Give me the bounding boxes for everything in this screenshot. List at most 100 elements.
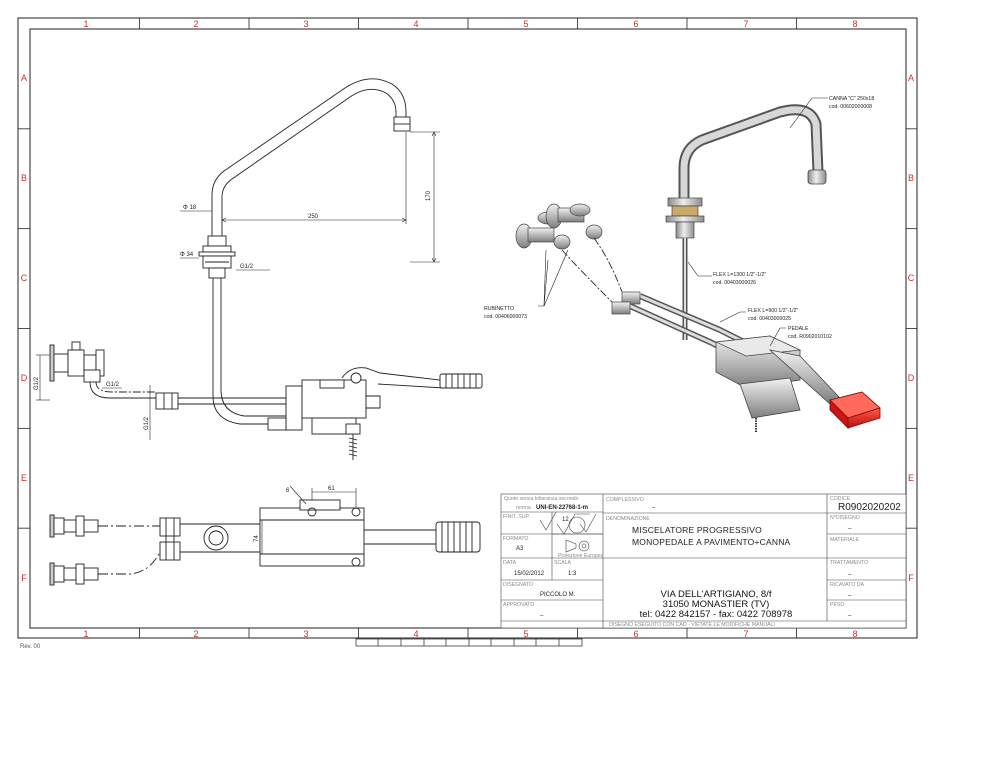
dim-61: 61 xyxy=(328,486,335,492)
col-label: 8 xyxy=(852,629,857,639)
col-label: 1 xyxy=(83,629,88,639)
col-label: 3 xyxy=(303,19,308,29)
materiale-label: MATERIALE xyxy=(830,537,860,543)
col-label: 7 xyxy=(743,19,748,29)
address-line2: 31050 MONASTIER (TV) xyxy=(663,599,770,610)
pedale-label: PEDALE xyxy=(788,326,809,332)
revision-label: Rev. 00 xyxy=(20,644,41,650)
canna-code: cod. 00602000008 xyxy=(829,104,872,110)
row-label: B xyxy=(908,173,914,183)
title-block xyxy=(500,493,907,629)
rubinetto-label: RUBINETTO xyxy=(484,306,514,312)
address-line3: tel: 0422 842157 - fax: 0422 708978 xyxy=(640,609,793,620)
drawing-title-line2: MONOPEDALE A PAVIMENTO+CANNA xyxy=(632,537,791,547)
plan-view xyxy=(49,499,481,586)
tolerance-line1: Quote senza tolleranza secondo xyxy=(504,496,579,502)
row-label: A xyxy=(908,73,914,83)
scala-label: SCALA xyxy=(554,560,572,566)
front-view xyxy=(155,78,483,460)
row-label: B xyxy=(21,173,27,183)
dim-phi34: Φ 34 xyxy=(180,252,194,258)
formato-label: FORMATO xyxy=(503,536,528,542)
row-label: F xyxy=(908,573,914,583)
tolerance-norm-label: norma xyxy=(516,505,531,511)
finit-sup-label: FINIT. SUP. xyxy=(503,514,530,520)
denominazione-label: DENOMINAZIONE xyxy=(606,516,650,522)
codice-label: CODICE xyxy=(830,496,851,502)
dim-g12-valve: G1/2 xyxy=(106,382,120,388)
data-label: DATA xyxy=(503,560,517,566)
dim-phi18: Φ 18 xyxy=(183,205,197,211)
column-labels-bottom: 1 2 3 4 5 6 7 8 xyxy=(83,629,857,639)
row-label: A xyxy=(21,73,27,83)
trattamento-label: TRATTAMENTO xyxy=(830,560,868,566)
complessivo-label: COMPLESSIVO xyxy=(606,497,644,503)
row-label: E xyxy=(908,473,914,483)
ndisegno-label: N°DISEGNO xyxy=(830,515,860,521)
scala-value: 1:3 xyxy=(568,571,577,577)
dim-g12-mid: G1/2 xyxy=(144,416,150,430)
col-label: 3 xyxy=(303,629,308,639)
trattamento-value: – xyxy=(848,572,852,578)
sheet-frame xyxy=(17,17,918,639)
drawing-title-line1: MISCELATORE PROGRESSIVO xyxy=(632,525,762,535)
row-label: D xyxy=(21,373,28,383)
ricavato-value: – xyxy=(848,593,852,599)
front-view-dim-labels: Φ 18 250 170 Φ 34 G1/2 G1/2 G1/2 G1/2 xyxy=(34,190,432,430)
projection-label: Proiezione Europea xyxy=(558,553,604,559)
ricavato-label: RICAVATO DA xyxy=(830,582,864,588)
dim-6: 6 xyxy=(286,488,290,494)
column-labels-top: 1 2 3 4 5 6 7 8 xyxy=(83,19,857,29)
data-value: 15/02/2012 xyxy=(514,571,545,577)
row-label: F xyxy=(21,573,27,583)
front-angle-valve xyxy=(49,341,156,399)
col-label: 4 xyxy=(413,629,418,639)
peso-label: PESO xyxy=(830,602,844,608)
col-label: 2 xyxy=(193,629,198,639)
cad-footer: DISEGNO ESEGUITO CON CAD - VIETATE LE MO… xyxy=(609,622,775,628)
row-labels-right: A B C D E F xyxy=(908,73,915,583)
col-label: 7 xyxy=(743,629,748,639)
callouts: CANNA "C" 250x18 cod. 00602000008 FLEX L… xyxy=(484,96,874,340)
flex900-code: cod. 00403000025 xyxy=(748,316,791,322)
dim-g12-top: G1/2 xyxy=(240,264,254,270)
row-label: D xyxy=(908,373,915,383)
col-label: 2 xyxy=(193,19,198,29)
disegnato-value: PICCOLO M. xyxy=(540,592,576,598)
formato-value: A3 xyxy=(516,546,524,552)
plan-view-dim-labels: 61 74 6 xyxy=(254,486,335,542)
roughness-value: 12 xyxy=(562,517,569,523)
ndisegno-value: – xyxy=(848,526,852,532)
title-block-text: Quote senza tolleranza secondo norma UNI… xyxy=(503,496,901,628)
dim-74: 74 xyxy=(254,535,260,542)
col-label: 5 xyxy=(523,19,528,29)
dim-g12-left: G1/2 xyxy=(34,376,40,390)
codice-value: R0902020202 xyxy=(838,502,901,513)
col-label: 8 xyxy=(852,19,857,29)
iso-angle-valves xyxy=(515,203,603,250)
front-view-dimensions xyxy=(36,131,440,440)
dim-170: 170 xyxy=(426,190,432,201)
col-label: 5 xyxy=(523,629,528,639)
approvato-label: APPROVATO xyxy=(503,602,534,608)
disegnato-label: DISEGNATO xyxy=(503,582,533,588)
complessivo-value: – xyxy=(652,505,656,511)
callout-leaders xyxy=(538,97,828,347)
dim-250: 250 xyxy=(308,214,319,220)
scale-bar xyxy=(355,638,583,647)
flex1300-code: cod. 00403000026 xyxy=(713,280,756,286)
row-label: C xyxy=(908,273,915,283)
col-label: 4 xyxy=(413,19,418,29)
peso-value: – xyxy=(848,613,852,619)
rubinetto-code: cod. 00406000073 xyxy=(484,314,527,320)
col-label: 6 xyxy=(633,629,638,639)
col-label: 1 xyxy=(83,19,88,29)
row-label: C xyxy=(21,273,28,283)
canna-label: CANNA "C" 250x18 xyxy=(829,96,874,102)
flex900-label: FLEX L=900 1/2"-1/2" xyxy=(748,308,798,314)
plan-view-dimensions xyxy=(261,485,357,554)
approvato-value: – xyxy=(540,613,544,619)
row-labels-left: A B C D E F xyxy=(21,73,28,583)
tolerance-norm: UNI-EN-22768-1-m xyxy=(536,505,588,511)
